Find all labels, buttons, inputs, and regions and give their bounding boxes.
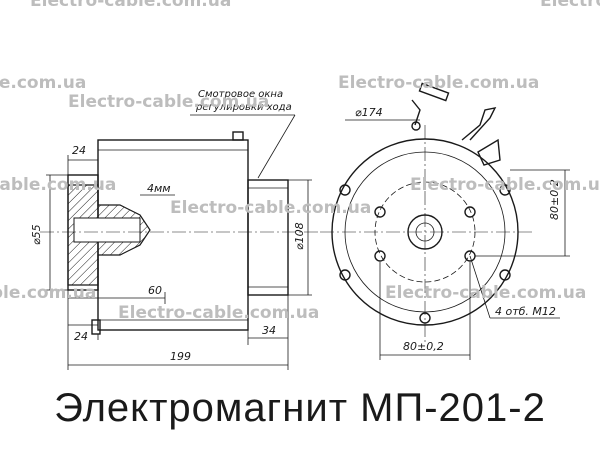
dim-d174: ⌀174	[355, 106, 383, 119]
dim-24-bottom: 24	[74, 330, 88, 343]
watermark: Electro-cable.com.ua	[68, 92, 269, 112]
front-view	[320, 82, 570, 360]
dim-24-top: 24	[72, 144, 86, 157]
dim-d108: ⌀108	[293, 222, 306, 250]
dim-80-vertical: 80±0,2	[548, 179, 561, 220]
watermarks: Electro-cable.com.ua Electro-cable.com.u…	[0, 0, 600, 323]
watermark: Electro-cable.com.ua	[410, 175, 600, 195]
watermark: Electro-cable.com.ua	[338, 73, 539, 93]
watermark: Electro-cable.com.ua	[0, 175, 116, 195]
watermark: Electro-cable.com.ua	[540, 0, 600, 11]
side-view	[40, 114, 320, 370]
watermark: Electro-cable.com.ua	[170, 198, 371, 218]
watermark: Electro-cable.com.ua	[0, 73, 86, 93]
page-title: Электромагнит МП-201-2	[54, 386, 546, 430]
watermark: Electro-cable.com.ua	[30, 0, 231, 11]
watermark: Electro-cable.com.ua	[385, 283, 586, 303]
bolt-hole	[464, 206, 476, 218]
dim-80-horizontal: 80±0,2	[403, 340, 444, 353]
dim-60: 60	[148, 284, 162, 297]
watermark: Electro-cable.com.ua	[0, 283, 96, 303]
dim-holes: 4 отб. М12	[495, 305, 556, 318]
dim-d55: ⌀55	[30, 224, 43, 245]
note-window-line1: Смотровое окна	[198, 89, 283, 100]
bolt-hole	[374, 206, 386, 218]
watermark: Electro-cable.com.ua	[118, 303, 319, 323]
dim-34: 34	[262, 324, 276, 337]
dim-4mm: 4мм	[147, 182, 171, 195]
terminal-lead	[411, 99, 421, 126]
note-window-line2: регулировки хода	[195, 102, 292, 113]
bolt-hole	[374, 250, 386, 262]
dim-199: 199	[170, 350, 191, 363]
front-cap	[247, 179, 289, 296]
